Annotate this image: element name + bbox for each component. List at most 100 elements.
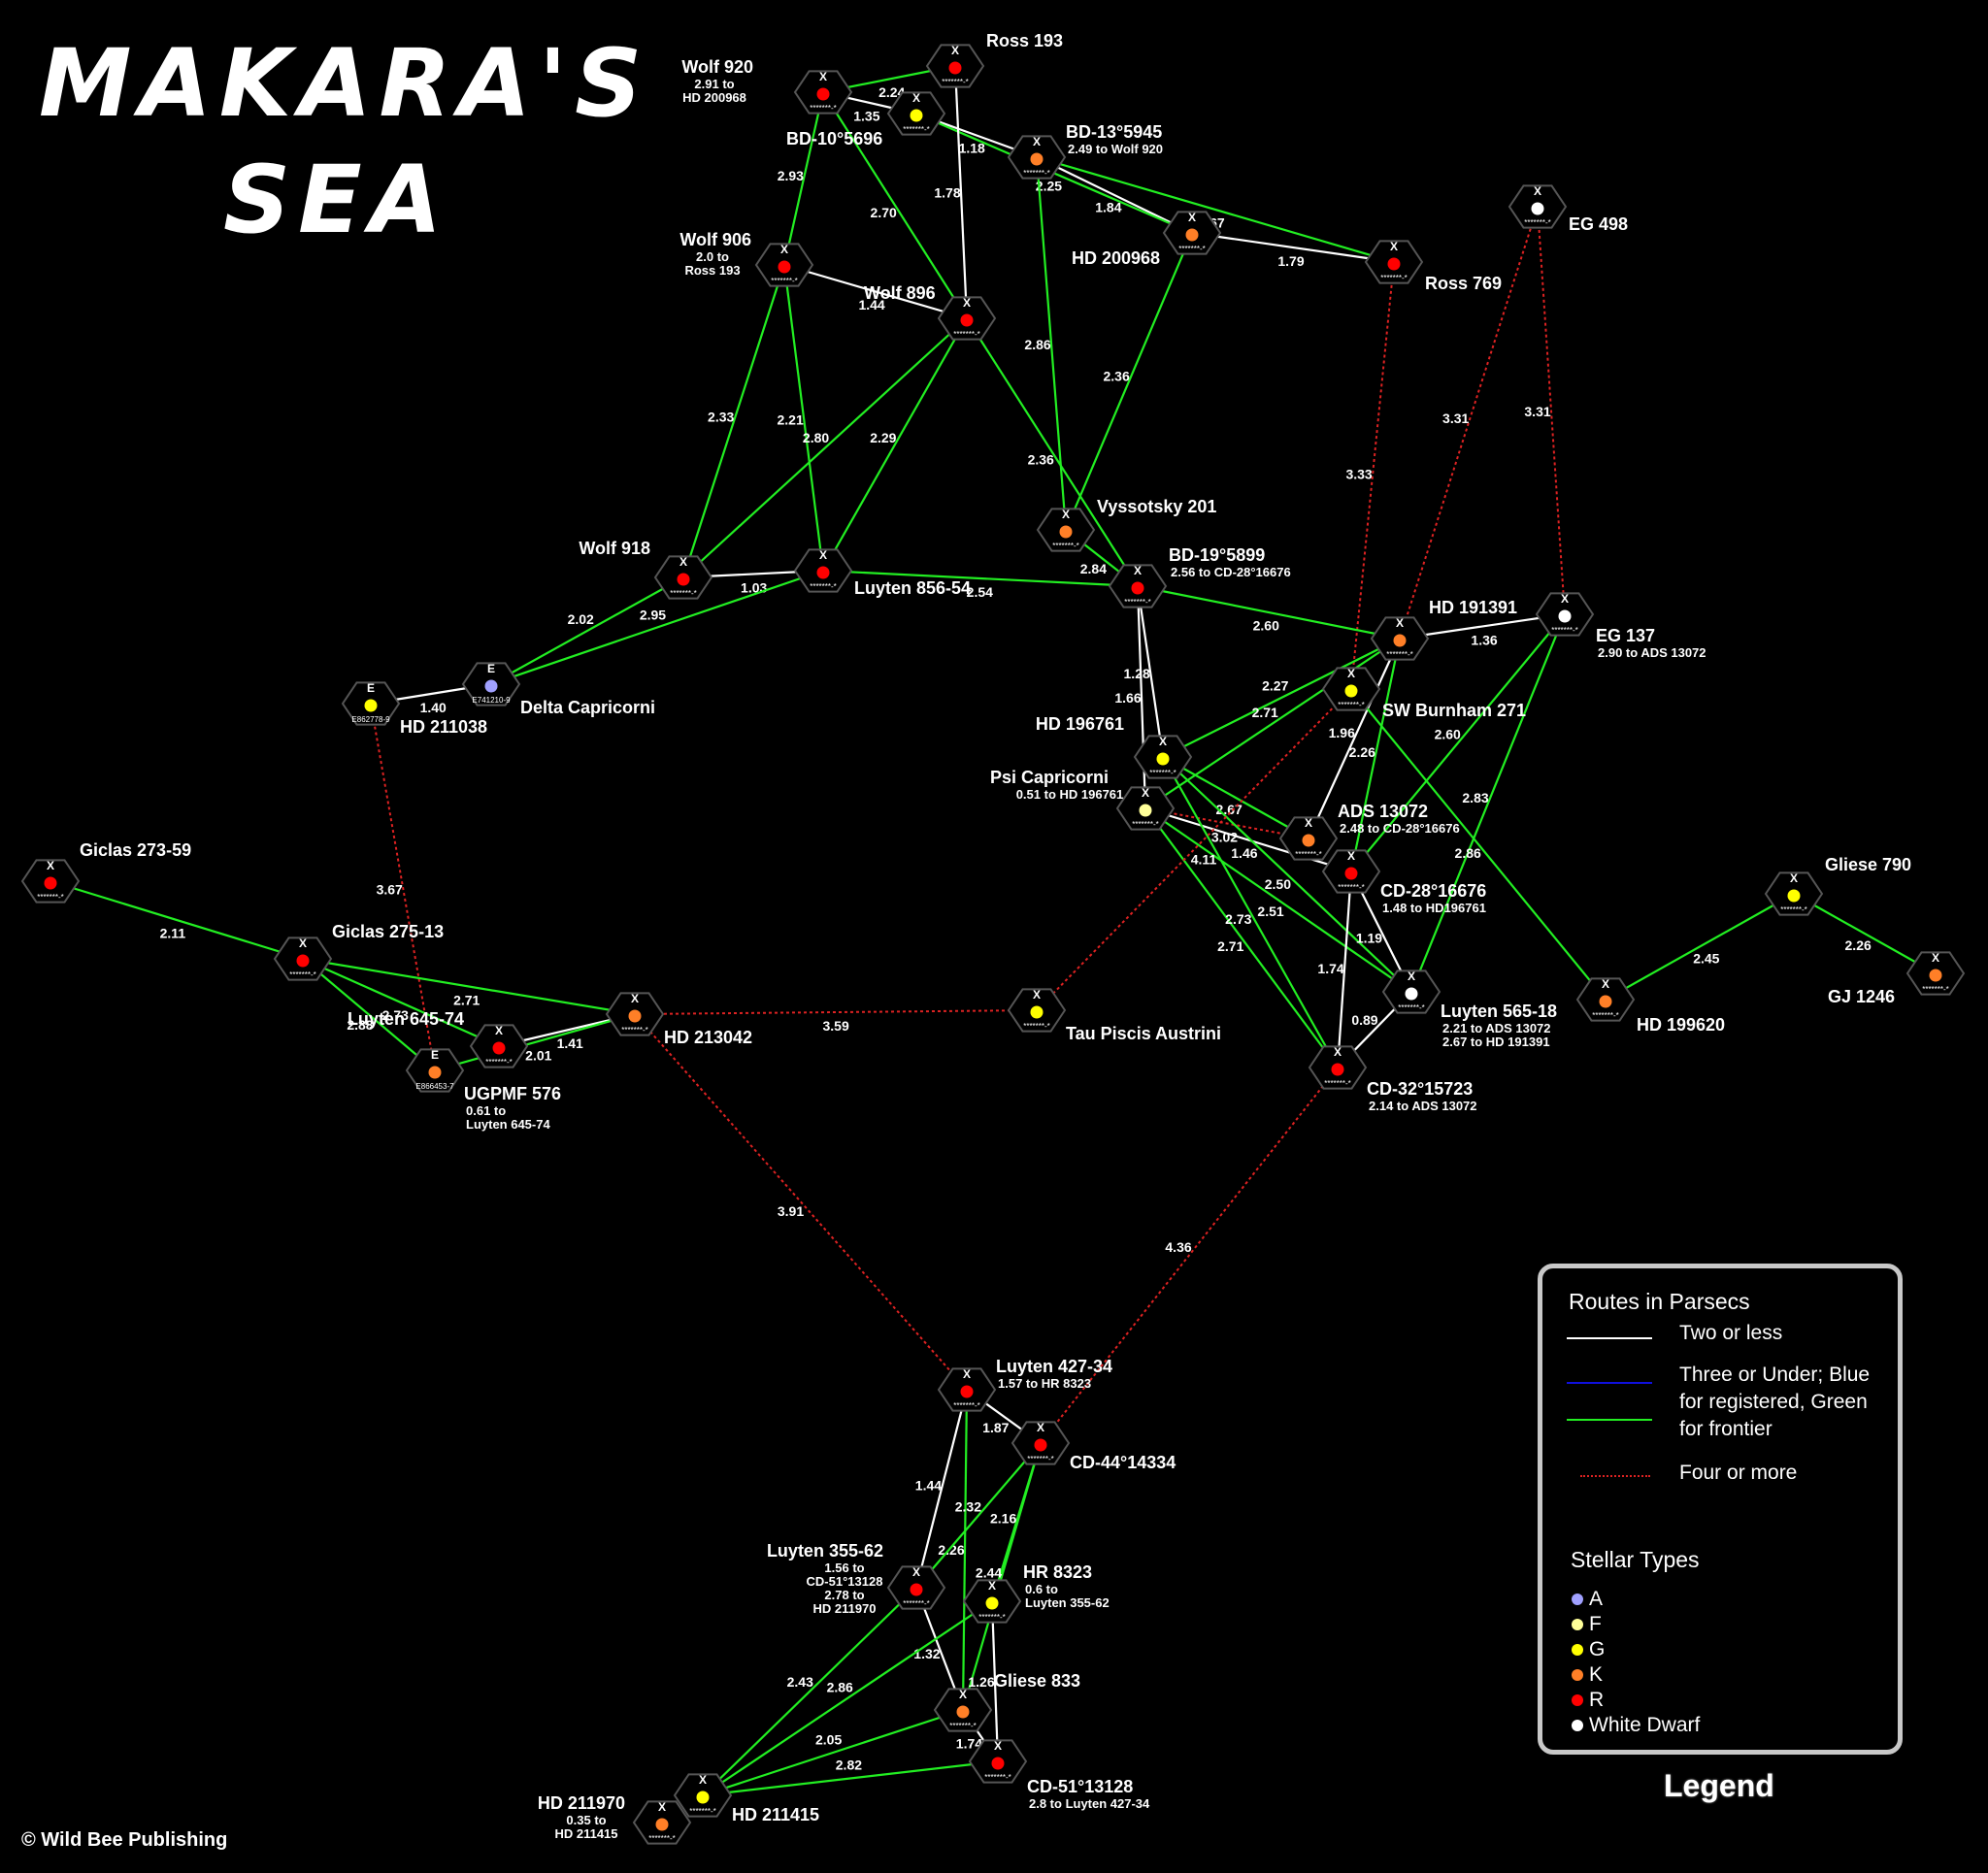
system-luy427[interactable]: X*******-* [937,1367,997,1412]
star-dot [364,699,378,712]
route-luy427-gliese833 [961,1389,969,1711]
star-dot [1059,525,1073,539]
system-giclas273[interactable]: X*******-* [20,859,81,904]
star-dot [677,573,690,586]
system-ads13072[interactable]: X*******-* [1278,816,1339,861]
system-gliese833[interactable]: X*******-* [933,1688,993,1732]
system-eg498[interactable]: X*******-* [1508,184,1568,229]
route-distance-label: 2.45 [1693,951,1719,967]
system-cd44[interactable]: X*******-* [1011,1421,1071,1465]
uwp-code: *******-* [903,125,930,134]
system-hd200968[interactable]: X*******-* [1162,211,1222,255]
starport-code: X [1534,184,1541,198]
route-distance-label: 2.71 [1217,938,1243,954]
system-name: CD-32°15723 [1367,1079,1473,1099]
system-name: HD 199620 [1637,1015,1725,1035]
legend-type-label: K [1589,1663,1604,1686]
legend-dot-R [1572,1694,1583,1706]
system-cd51[interactable]: X*******-* [968,1739,1028,1784]
starport-code: X [819,70,827,83]
system-subnote: HD 200968 [682,90,746,105]
system-hd199620[interactable]: X*******-* [1575,977,1636,1022]
uwp-code: *******-* [689,1807,716,1816]
legend-three-line3: for frontier [1679,1418,1773,1440]
route-distance-label: 3.67 [377,881,403,897]
star-dot [816,87,830,101]
route-distance-label: 2.26 [1349,744,1375,760]
system-bd10[interactable]: X*******-* [886,91,946,136]
system-psicap[interactable]: X*******-* [1115,786,1176,831]
route-wolf920-wolf896 [822,91,968,319]
system-hd213042[interactable]: X*******-* [605,992,665,1036]
system-wolf918[interactable]: X*******-* [653,555,713,600]
route-psicap-cd28 [1144,806,1352,873]
route-eg498-eg137 [1537,206,1566,615]
system-luy355[interactable]: X*******-* [886,1565,946,1610]
system-swb271[interactable]: X*******-* [1321,667,1381,711]
system-luy856[interactable]: X *******-* [793,548,853,593]
system-gj1246[interactable]: X*******-* [1905,951,1966,996]
route-cd44-luy355 [915,1442,1042,1589]
system-hd211970[interactable]: X*******-* [632,1800,692,1845]
system-wolf920[interactable]: X*******-* [793,70,853,115]
system-vys201[interactable]: X*******-* [1036,508,1096,552]
system-name: CD-28°16676 [1380,881,1486,901]
route-hd200968-ross769 [1191,231,1395,264]
route-giclas275-ugpmf576 [302,958,436,1071]
system-giclas275[interactable]: X*******-* [273,936,333,981]
route-hd191391-eg137 [1399,612,1566,641]
route-ross193-wolf896 [953,65,969,319]
legend-type-label: G [1589,1638,1606,1660]
system-hd191391[interactable]: X*******-* [1370,616,1430,661]
legend-type-label: F [1589,1613,1602,1635]
route-hd196761-luy565 [1162,756,1412,993]
system-hr8323[interactable]: X*******-* [962,1579,1022,1624]
system-name: EG 498 [1569,214,1628,234]
uwp-code: *******-* [1398,1003,1425,1012]
system-wolf896[interactable]: X*******-* [937,296,997,341]
legend-blue-line [1567,1382,1652,1384]
legend-three-line2: for registered, Green [1679,1391,1868,1413]
route-distance-label: 2.73 [1225,911,1251,927]
system-gliese790[interactable]: X*******-* [1764,871,1824,916]
uwp-code: E866453-7 [415,1082,454,1091]
route-cd51-hd211415 [702,1759,999,1797]
starport-code: X [819,548,827,562]
starport-code: X [1390,240,1398,253]
uwp-code: *******-* [810,582,837,591]
route-wolf920-wolf906 [782,91,825,266]
route-distance-label: 1.26 [968,1674,994,1690]
system-hd211415[interactable]: X*******-* [673,1773,733,1818]
system-ross769[interactable]: X*******-* [1364,240,1424,284]
system-name: Giclas 275-13 [332,922,444,941]
system-cd32[interactable]: X*******-* [1308,1045,1368,1090]
system-bd19[interactable]: X*******-* [1108,564,1168,608]
system-luy645[interactable]: X*******-* [469,1024,529,1068]
system-cd28[interactable]: X*******-* [1321,849,1381,894]
starport-code: X [1408,969,1415,983]
system-hd196761[interactable]: X*******-* [1133,735,1193,779]
route-hd191391-cd28 [1349,638,1402,872]
route-distance-label: 1.46 [1231,845,1257,861]
system-ross193[interactable]: X*******-* [925,44,985,88]
route-distance-label: 2.86 [1455,845,1481,861]
system-subnote: 2.21 to ADS 13072 [1442,1021,1551,1035]
route-hd200968-vys201 [1064,232,1194,531]
system-name: Giclas 273-59 [80,840,191,860]
system-bd13[interactable]: X*******-* [1007,135,1067,180]
route-distance-label: 0.89 [1351,1012,1377,1028]
route-psicap-luy565 [1144,807,1412,993]
system-eg137[interactable]: X*******-* [1535,592,1595,637]
starport-code: E [487,662,495,675]
system-taupsa[interactable]: X*******-* [1007,988,1067,1033]
system-wolf906[interactable]: X*******-* [754,243,814,287]
route-distance-label: 2.43 [787,1674,813,1690]
legend-caption: Legend [1664,1768,1774,1803]
legend-box [1538,1264,1903,1755]
route-distance-label: 4.11 [1191,851,1217,867]
system-luy565[interactable]: X *******-* [1381,969,1441,1014]
system-name: Gliese 790 [1825,855,1911,874]
